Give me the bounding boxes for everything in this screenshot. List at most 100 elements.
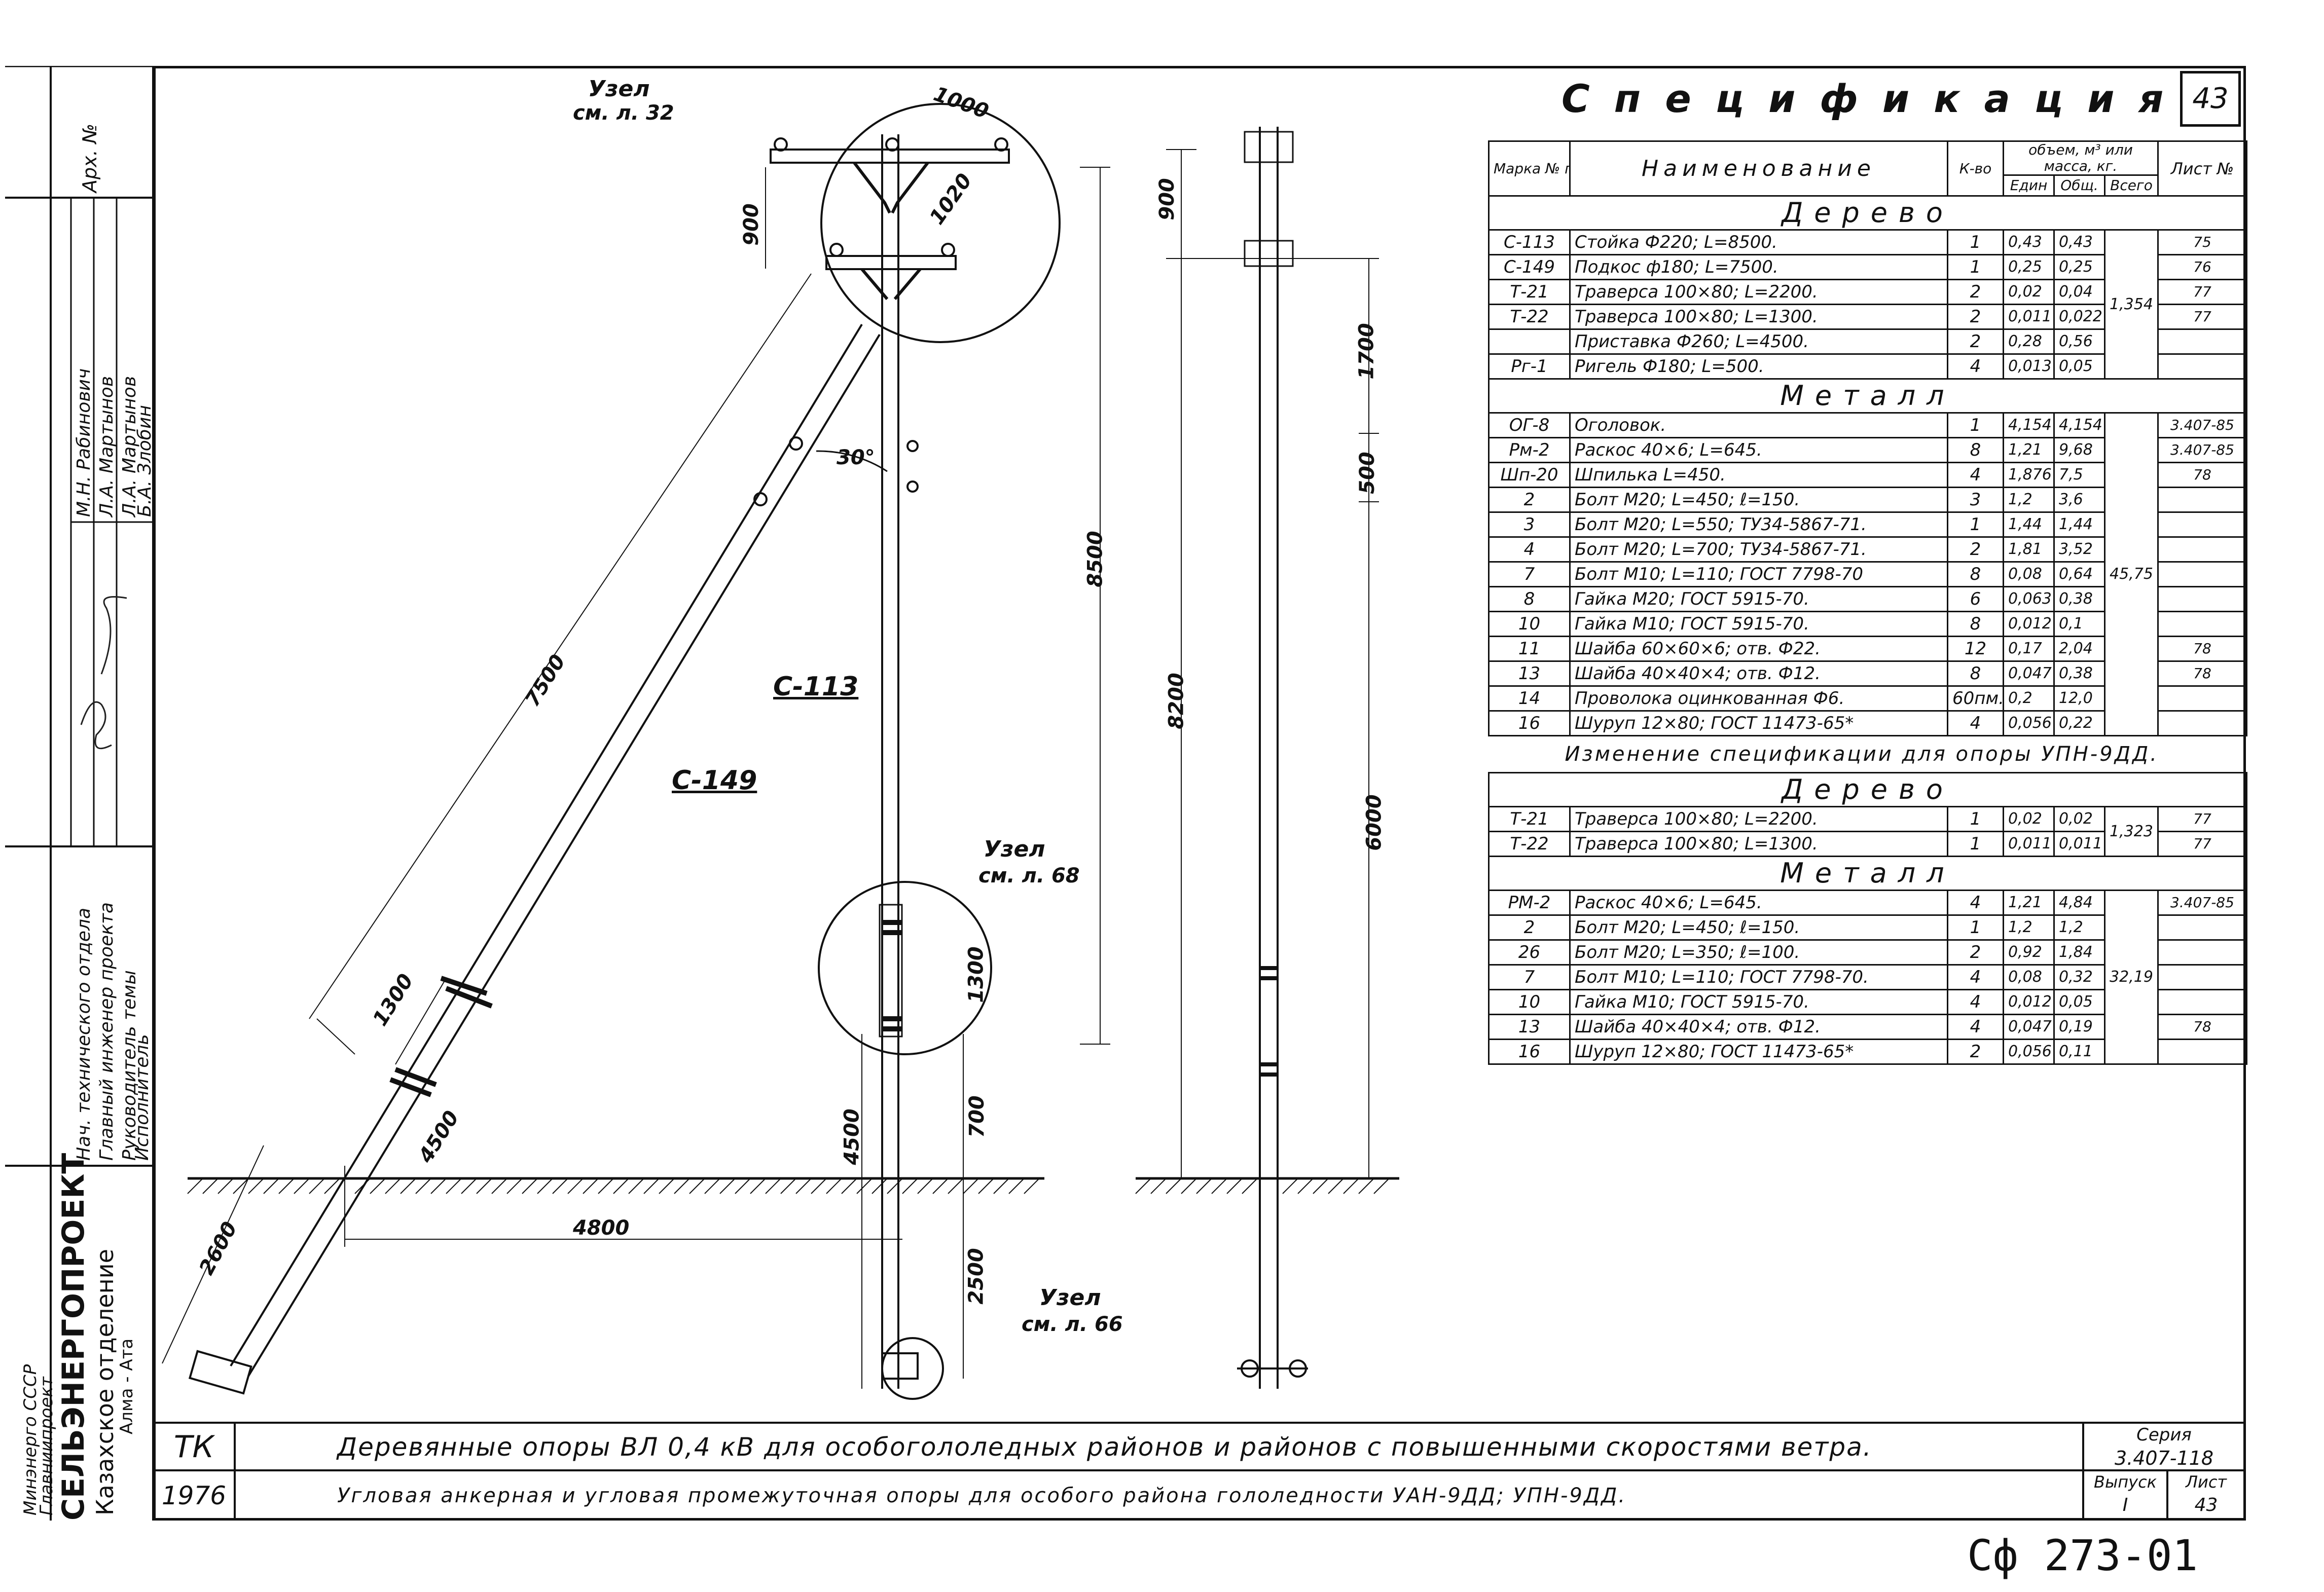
spec-cell-mark: С-149 — [1488, 254, 1571, 280]
spec-cell-total: 1,2 — [2053, 914, 2105, 941]
spec-cell-qty: 4 — [1947, 964, 2004, 990]
spec-cell-name: Гайка М10; ГОСТ 5915-70. — [1569, 611, 1948, 637]
spec-cell-qty: 1 — [1947, 511, 2004, 538]
label-c113: С-113 — [773, 672, 859, 702]
dim-900a: 900 — [739, 203, 763, 246]
spec-cell-sheet — [2157, 328, 2247, 355]
spec-cell-mark: Т-21 — [1488, 806, 1571, 832]
spec-cell-name: Раскос 40×6; L=645. — [1569, 437, 1948, 463]
spec-cell-sheet: 78 — [2157, 660, 2247, 687]
spec-cell-unit: 0,02 — [2003, 279, 2055, 305]
spec-cell-total: 7,5 — [2053, 462, 2105, 488]
spec-cell-mark — [1488, 328, 1571, 355]
spec-cell-sheet: 3.407-85 — [2157, 437, 2247, 463]
node32-ref: см. л. 32 — [573, 101, 674, 125]
spec-cell-mark: 3 — [1488, 511, 1571, 538]
spec-cell-sheet: 77 — [2157, 279, 2247, 305]
sheet-cell: Лист 43 — [2166, 1469, 2246, 1521]
spec-cell-unit: 0,056 — [2003, 710, 2055, 736]
spec-cell-total: 3,52 — [2053, 536, 2105, 563]
spec-cell-sheet — [2157, 561, 2247, 587]
spec-cell-name: Траверса 100×80; L=1300. — [1569, 304, 1948, 330]
spec-cell-mark: 13 — [1488, 1014, 1571, 1040]
spec-cell-name: Траверса 100×80; L=2200. — [1569, 806, 1948, 832]
spec-cell-name: Шайба 40×40×4; отв. Ф12. — [1569, 1014, 1948, 1040]
spec-cell-qty: 8 — [1947, 611, 2004, 637]
spec-cell-qty: 2 — [1947, 304, 2004, 330]
spec-cell-qty: 4 — [1947, 710, 2004, 736]
spec-cell-unit: 1,81 — [2003, 536, 2055, 563]
spec-cell-mark: ОГ-8 — [1488, 412, 1571, 438]
spec-cell-qty: 4 — [1947, 353, 2004, 380]
spec-cell-total: 2,04 — [2053, 636, 2105, 662]
spec-cell-sheet — [2157, 511, 2247, 538]
spec-cell-unit: 0,25 — [2003, 254, 2055, 280]
spec-cell-mark: Шп-20 — [1488, 462, 1571, 488]
spec-cell-name: Шуруп 12×80; ГОСТ 11473-65* — [1569, 710, 1948, 736]
spec-cell-total: 12,0 — [2053, 685, 2105, 712]
spec-cell-group-total: 1,323 — [2104, 806, 2159, 857]
header-qty: К-во — [1947, 140, 2004, 197]
spec-cell-unit: 1,876 — [2003, 462, 2055, 488]
dim-4800: 4800 — [573, 1216, 630, 1240]
spec-cell-mark: Т-22 — [1488, 304, 1571, 330]
spec-cell-qty: 1 — [1947, 229, 2004, 255]
header-sheet: Лист № — [2157, 140, 2247, 197]
angle-label: 30° — [837, 446, 875, 469]
spec-cell-sheet: 77 — [2157, 831, 2247, 857]
specification-table: Марка № поз. Наименование К-во объем, м³… — [1488, 140, 2247, 1065]
spec-cell-unit: 0,02 — [2003, 806, 2055, 832]
spec-cell-name: Оголовок. — [1569, 412, 1948, 438]
spec-cell-total: 0,1 — [2053, 611, 2105, 637]
spec-cell-sheet — [2157, 1039, 2247, 1065]
node68-label: Узел — [984, 836, 1045, 862]
spec-cell-group-total: 1,354 — [2104, 229, 2159, 380]
spec-cell-mark: РМ-2 — [1488, 890, 1571, 916]
spec-cell-total: 0,43 — [2053, 229, 2105, 255]
spec-cell-unit: 0,012 — [2003, 611, 2055, 637]
dim-700: 700 — [965, 1095, 989, 1138]
spec-cell-mark: 16 — [1488, 710, 1571, 736]
spec-cell-name: Раскос 40×6; L=645. — [1569, 890, 1948, 916]
pole-extension — [879, 904, 903, 1038]
footer-code: Сф 273-01 — [1967, 1531, 2198, 1580]
spec-cell-mark: 11 — [1488, 636, 1571, 662]
spec-cell-sheet — [2157, 353, 2247, 380]
spec-cell-sheet: 75 — [2157, 229, 2247, 255]
spec-cell-qty: 4 — [1947, 1014, 2004, 1040]
dim-1700: 1700 — [1355, 323, 1378, 380]
spec-cell-sheet — [2157, 989, 2247, 1015]
spec-cell-unit: 0,011 — [2003, 831, 2055, 857]
ground-hatch-2 — [1135, 1178, 1390, 1194]
spec-cell-unit: 0,056 — [2003, 1039, 2055, 1065]
spec-cell-mark: Рм-2 — [1488, 437, 1571, 463]
header-volume: объем, м³ или масса, кг. — [2003, 140, 2159, 176]
title-line2: Угловая анкерная и угловая промежуточная… — [234, 1469, 2084, 1521]
dim-8200: 8200 — [1165, 673, 1188, 729]
spec-cell-total: 0,11 — [2053, 1039, 2105, 1065]
spec-cell-sheet: 77 — [2157, 304, 2247, 330]
spec-cell-name: Шуруп 12×80; ГОСТ 11473-65* — [1569, 1039, 1948, 1065]
spec-cell-total: 0,19 — [2053, 1014, 2105, 1040]
spec-cell-total: 0,38 — [2053, 586, 2105, 612]
spec-cell-name: Шпилька L=450. — [1569, 462, 1948, 488]
spec-cell-total: 0,32 — [2053, 964, 2105, 990]
spec-cell-mark: Т-21 — [1488, 279, 1571, 305]
spec-cell-qty: 2 — [1947, 536, 2004, 563]
spec-cell-group-total: 45,75 — [2104, 412, 2159, 736]
